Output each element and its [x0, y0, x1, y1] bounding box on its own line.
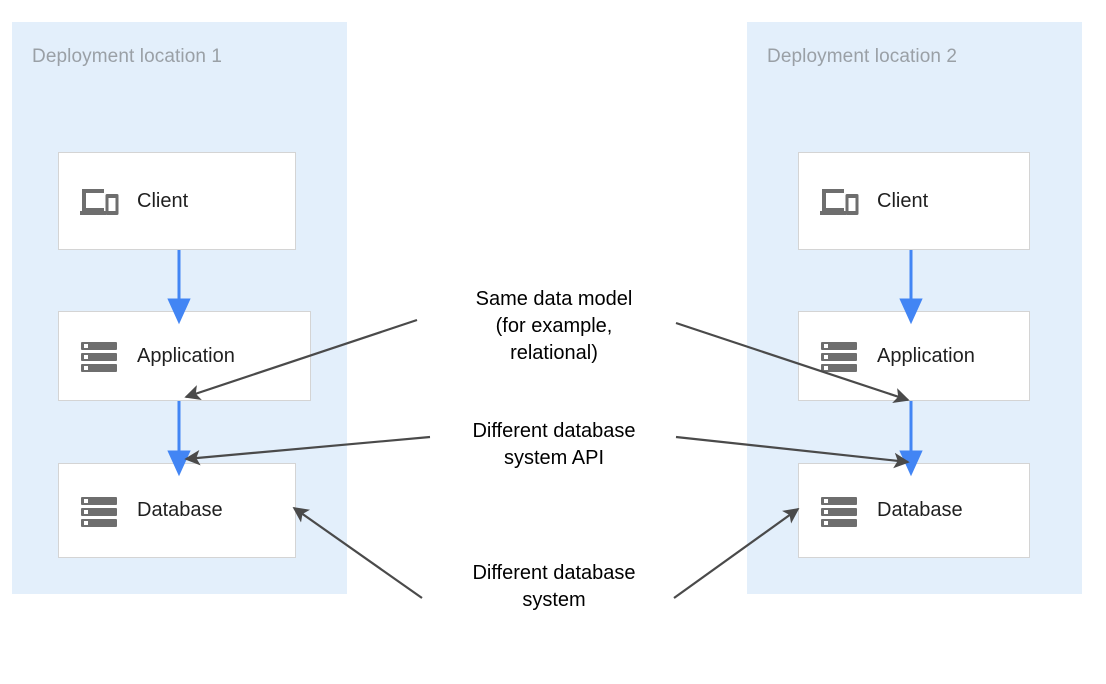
node-client-2[interactable]: Client	[798, 152, 1030, 250]
node-label: Client	[877, 189, 929, 212]
node-label: Database	[137, 499, 223, 521]
server-stack-icon	[821, 342, 857, 372]
node-label: Application	[877, 344, 975, 367]
node-client-1[interactable]: Client	[58, 152, 296, 250]
node-label: Application	[137, 344, 235, 367]
server-stack-icon	[81, 496, 117, 527]
node-database-2[interactable]: Database	[798, 463, 1030, 558]
server-stack-icon	[821, 496, 857, 527]
annotation-data-model: Same data model (for example, relational…	[475, 288, 633, 364]
node-database-1[interactable]: Database	[58, 463, 296, 558]
annotation-db-api: Different database system API	[472, 420, 636, 469]
annotation-db-system: Different database system	[472, 562, 636, 611]
zone-title: Deployment location 2	[767, 46, 958, 67]
devices-icon	[820, 189, 859, 215]
node-application-2[interactable]: Application	[798, 311, 1030, 401]
zone-title: Deployment location 1	[32, 46, 223, 67]
server-stack-icon	[81, 342, 117, 372]
devices-icon	[80, 189, 119, 215]
node-label: Client	[137, 189, 189, 212]
node-application-1[interactable]: Application	[58, 311, 311, 401]
node-label: Database	[877, 499, 963, 521]
